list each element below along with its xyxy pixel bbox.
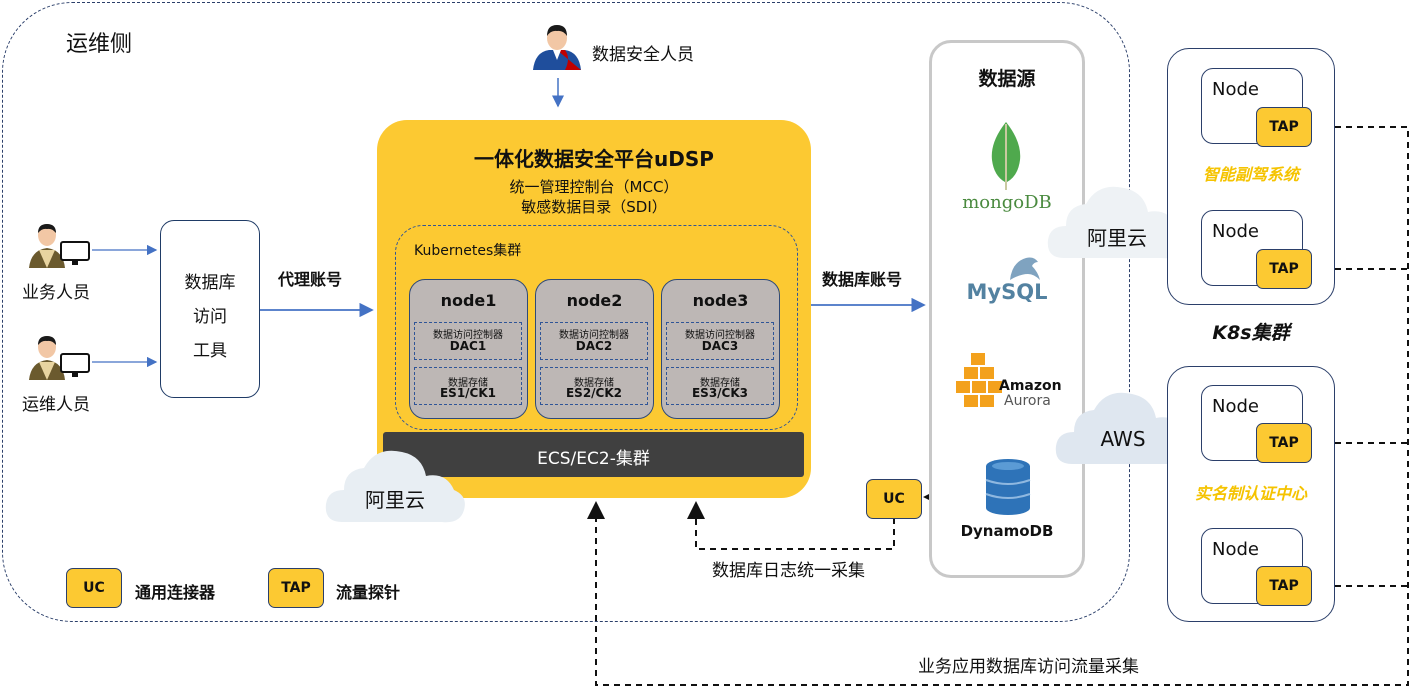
uc-connector-box: UC (866, 479, 922, 519)
k8s-node-label: Node (1212, 221, 1259, 242)
aws-cloud-icon (1055, 392, 1193, 465)
aurora-name-label: Aurora (1004, 393, 1051, 409)
business-user-icon (29, 224, 90, 268)
platform-cloud-label: 阿里云 (365, 488, 425, 512)
node-2-es-title: 数据存储 (574, 378, 614, 389)
arrow-log-collect (687, 501, 895, 550)
tap-probe: TAP (1256, 566, 1312, 606)
k8s-node-label: Node (1212, 396, 1259, 417)
node-2-es (540, 367, 648, 405)
mongodb-leaf-icon (991, 122, 1021, 190)
node-3-dac-id: DAC3 (701, 339, 739, 353)
mysql-label: MySQL (966, 280, 1048, 304)
platform-subtitle-sdi: 敏感数据目录（SDI） (521, 198, 667, 216)
node-3-es-title: 数据存储 (700, 378, 740, 389)
node-1-dac-id: DAC1 (449, 339, 487, 353)
node-1-es (414, 367, 522, 405)
db-tool-line3: 工具 (193, 341, 227, 361)
node-1-es-id: ES1/CK1 (439, 386, 497, 400)
copilot-system-label: 智能副驾系统 (1202, 165, 1299, 184)
aliyun-cloud-icon (325, 450, 465, 523)
db-tool-line2: 访问 (193, 307, 227, 327)
db-account-label: 数据库账号 (822, 270, 903, 289)
realname-center-label: 实名制认证中心 (1194, 484, 1307, 503)
k8s-node-label: Node (1212, 539, 1259, 560)
node-3-es-id: ES3/CK3 (691, 386, 749, 400)
db-access-tool (160, 220, 260, 398)
k8s-cluster-label: K8s集群 (1212, 322, 1290, 344)
kubernetes-cluster-label: Kubernetes集群 (414, 243, 522, 259)
ops-region (2, 2, 1130, 622)
security-person-label: 数据安全人员 (592, 45, 694, 65)
legend-uc-box: UC (66, 568, 122, 608)
traffic-collect-label: 业务应用数据库访问流量采集 (918, 657, 1139, 677)
security-person-icon (533, 25, 581, 70)
tap-probe: TAP (1256, 423, 1312, 463)
node-1-dac (414, 322, 522, 360)
arrow-traffic-collect (587, 126, 1409, 686)
node-2 (535, 279, 654, 419)
node-2-dac-id: DAC2 (575, 339, 613, 353)
node-3-dac-title: 数据访问控制器 (685, 330, 755, 341)
dynamodb-label: DynamoDB (960, 522, 1054, 540)
node-1 (409, 279, 528, 419)
aliyun-right-label: 阿里云 (1087, 226, 1147, 250)
aurora-cubes-icon (956, 353, 1002, 407)
ecs-cluster-bar (383, 432, 804, 477)
datasource-title: 数据源 (978, 68, 1036, 90)
aliyun-cloud-icon-right (1047, 186, 1185, 259)
tap-probe: TAP (1256, 107, 1312, 147)
mongodb-label: mongoDB (962, 192, 1052, 213)
node-2-es-id: ES2/CK2 (565, 386, 623, 400)
proxy-account-label: 代理账号 (278, 270, 343, 289)
node-1-es-title: 数据存储 (448, 378, 488, 389)
platform-subtitle-mcc: 统一管理控制台（MCC） (509, 178, 679, 196)
aws-label: AWS (1100, 427, 1146, 451)
ops-user-label: 运维人员 (22, 395, 90, 415)
ops-user-icon (29, 336, 90, 380)
k8s-node-label: Node (1212, 79, 1259, 100)
node-3-name: node3 (692, 291, 749, 310)
dynamodb-icon (985, 459, 1031, 515)
tap-probe: TAP (1256, 249, 1312, 289)
platform-title: 一体化数据安全平台uDSP (474, 147, 714, 171)
mysql-dolphin-icon (1010, 257, 1040, 280)
legend-tap-desc: 流量探针 (336, 583, 401, 602)
business-user-label: 业务人员 (22, 283, 90, 303)
legend-uc-desc: 通用连接器 (135, 583, 216, 602)
ecs-cluster-label: ECS/EC2-集群 (537, 449, 650, 469)
aurora-brand-label: Amazon (999, 378, 1062, 394)
log-collect-label: 数据库日志统一采集 (712, 561, 865, 581)
node-2-dac (540, 322, 648, 360)
node-3-dac (666, 322, 774, 360)
node-2-dac-title: 数据访问控制器 (559, 330, 629, 341)
kubernetes-cluster (395, 225, 798, 430)
node-1-dac-title: 数据访问控制器 (433, 330, 503, 341)
ops-region-label: 运维侧 (66, 32, 133, 57)
db-tool-line1: 数据库 (184, 273, 236, 293)
node-2-name: node2 (566, 291, 623, 310)
legend-tap-box: TAP (268, 568, 324, 608)
node-1-name: node1 (440, 291, 497, 310)
node-3 (661, 279, 780, 419)
node-3-es (666, 367, 774, 405)
